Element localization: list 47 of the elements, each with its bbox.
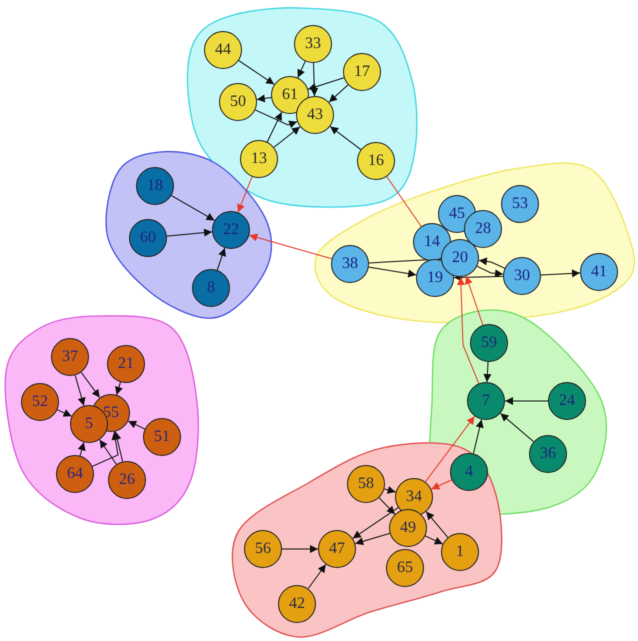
- arrow: [354, 532, 390, 546]
- arrow: [500, 412, 534, 442]
- arrow: [99, 439, 117, 465]
- arrow: [384, 486, 396, 494]
- arrow: [237, 176, 253, 213]
- arrow: [540, 269, 581, 278]
- arrow: [330, 126, 362, 150]
- arrow: [113, 430, 124, 462]
- arrow: [424, 535, 444, 545]
- arrow: [80, 372, 100, 398]
- arrow: [504, 397, 548, 405]
- arrow: [273, 126, 301, 148]
- arrow: [310, 62, 318, 96]
- arrow: [170, 195, 216, 221]
- arrow: [238, 60, 275, 85]
- arrow: [430, 479, 452, 490]
- arrow: [92, 431, 120, 467]
- arrow: [426, 511, 448, 538]
- arrow: [352, 507, 399, 539]
- arrow: [74, 374, 86, 406]
- arrow: [476, 266, 504, 278]
- arrow: [56, 409, 72, 417]
- arrow: [472, 418, 484, 454]
- arrow: [297, 60, 306, 78]
- arrow: [78, 442, 86, 456]
- arrow: [254, 109, 298, 128]
- arrow: [282, 545, 318, 553]
- arrow: [166, 228, 213, 237]
- arrow: [128, 420, 146, 430]
- arrow: [248, 234, 332, 260]
- arrow: [424, 416, 476, 482]
- connector-line: [368, 258, 442, 264]
- arrow: [256, 94, 272, 102]
- arrow: [328, 84, 348, 103]
- arrow: [308, 564, 326, 590]
- arrow: [378, 497, 396, 515]
- arrow: [216, 247, 226, 271]
- arrow: [456, 276, 480, 384]
- connector-line: [386, 176, 422, 227]
- arrow: [308, 77, 344, 91]
- arrow: [454, 273, 504, 282]
- arrow: [464, 275, 484, 326]
- arrow: [483, 361, 492, 383]
- arrow: [115, 382, 123, 396]
- arrow: [478, 258, 506, 269]
- arrow: [266, 112, 282, 142]
- arrow: [368, 266, 417, 278]
